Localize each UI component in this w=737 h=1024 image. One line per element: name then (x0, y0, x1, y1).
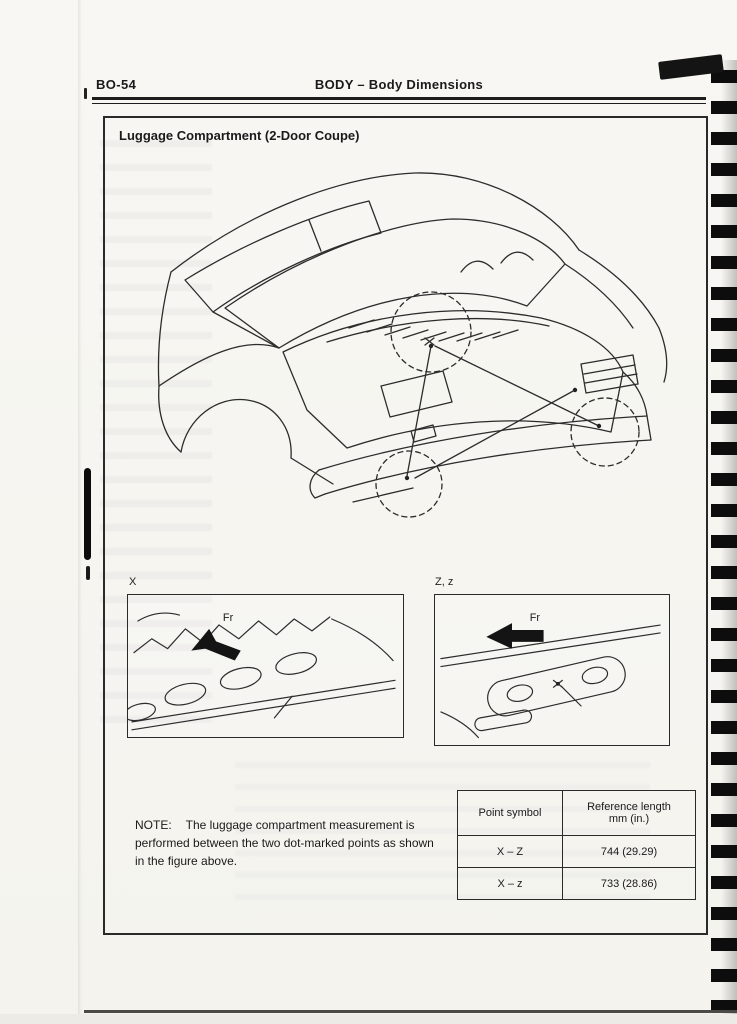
inset-x-label: X (129, 576, 137, 588)
scan-artifact (84, 468, 91, 560)
reference-length-line1: Reference length (587, 801, 671, 813)
scan-artifact (84, 1010, 737, 1013)
spiral-binding (711, 70, 737, 1018)
reference-length-line2: mm (in.) (608, 813, 650, 825)
inset-zz-diagram: Fr (440, 612, 661, 739)
inset-x-box: Fr (127, 594, 404, 738)
fr-arrow-icon (486, 623, 544, 649)
table-header-row: Point symbol Reference length mm (in.) (457, 790, 696, 836)
inset-zz-box: Fr (434, 594, 670, 746)
scan-artifact (86, 566, 90, 580)
point-symbol-cell: X – Z (457, 835, 563, 868)
reference-length-cell: 744 (29.29) (562, 835, 696, 868)
page-number: BO-54 (96, 77, 137, 92)
inset-x-diagram: Fr (128, 612, 396, 731)
scan-artifact (0, 1014, 737, 1024)
table-row: X – Z 744 (29.29) (457, 835, 696, 868)
figure-title: Luggage Compartment (2-Door Coupe) (119, 128, 360, 143)
fr-arrow-icon (191, 628, 241, 661)
col-header-point-symbol: Point symbol (457, 790, 563, 836)
note-text: The luggage compartment measurement is p… (135, 818, 434, 868)
point-symbol-cell: X – z (457, 867, 563, 900)
fr-label: Fr (223, 612, 234, 624)
header-rule (92, 97, 706, 100)
inset-zz-label: Z, z (435, 576, 454, 588)
section-title: BODY – Body Dimensions (314, 77, 484, 92)
note: NOTE:The luggage compartment measurement… (135, 816, 437, 870)
col-header-reference-length: Reference length mm (in.) (562, 790, 696, 836)
scan-artifact (84, 88, 87, 99)
car-rear-diagram (157, 172, 668, 518)
table-row: X – z 733 (28.86) (457, 867, 696, 900)
header-rule-thin (92, 103, 706, 104)
reference-length-cell: 733 (28.86) (562, 867, 696, 900)
page-crease (78, 0, 82, 1024)
fr-label: Fr (530, 612, 541, 624)
reference-table: Point symbol Reference length mm (in.) X… (457, 790, 696, 900)
dot-point-circles (375, 291, 640, 518)
figure-frame: Luggage Compartment (2-Door Coupe) (103, 116, 708, 935)
note-prefix: NOTE: (135, 818, 172, 832)
